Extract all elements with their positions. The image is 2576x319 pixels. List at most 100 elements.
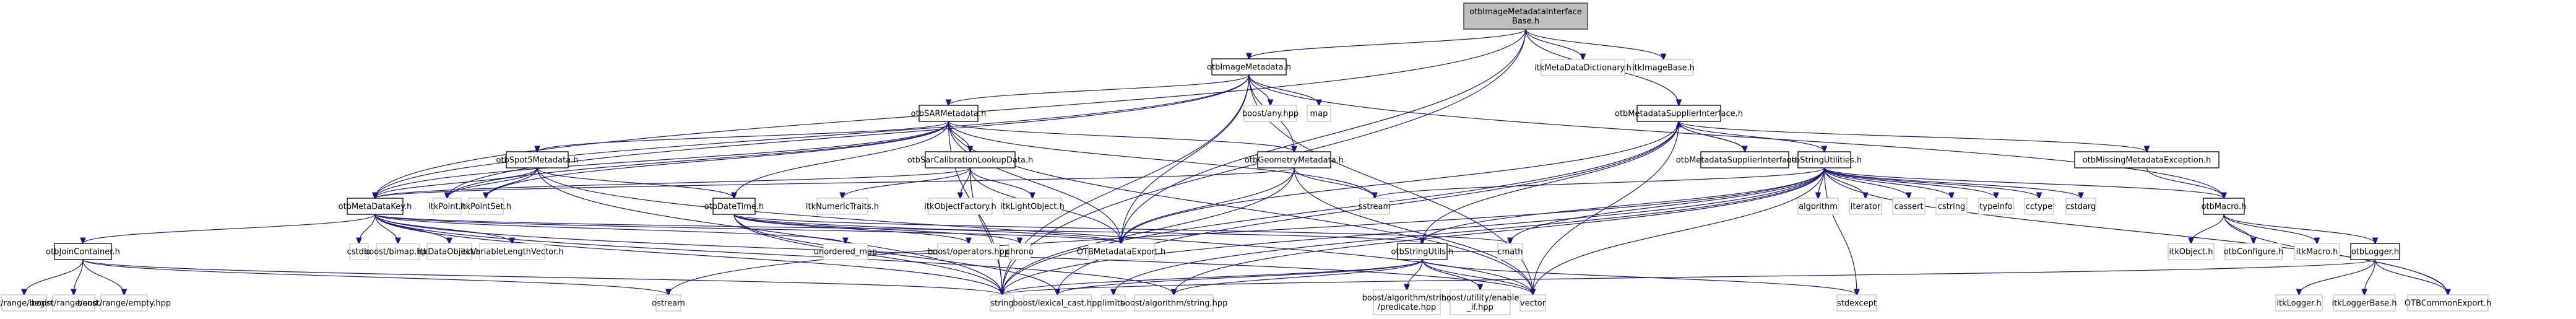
- node-label: itkNumericTraits.h: [806, 203, 879, 212]
- node-itk-object: itkObject.h: [2168, 243, 2215, 260]
- node-box: [376, 243, 420, 260]
- edge-otb-string-utils-to-stdexcept: [1422, 259, 1857, 295]
- node-boost-range-end: boost/range/end.hpp: [32, 294, 116, 312]
- node-label: itkMacro.h: [2296, 248, 2338, 257]
- node-otb-macro[interactable]: otbMacro.h: [2202, 198, 2247, 215]
- node-otb-join-container[interactable]: otbJoinContainer.h: [46, 243, 120, 260]
- node-box: [925, 151, 1016, 168]
- node-label: boost/bimap.hpp: [364, 248, 432, 257]
- edge-otb-spot5-metadata-to-otb-meta-data-key: [375, 167, 538, 198]
- node-label: otbMetadataSupplierInterface.h: [1615, 110, 1743, 119]
- node-box: [1257, 151, 1331, 168]
- edge-otb-string-utils-to-boost-algorithm-string-predicate: [1407, 259, 1423, 290]
- node-otb-sar-calibration-lookup-data[interactable]: otbSarCalibrationLookupData.h: [907, 151, 1034, 168]
- node-label: cstdarg: [2066, 203, 2096, 212]
- node-boost-utility-enable-if: boost/utility/enable_if.hpp: [1441, 289, 1519, 315]
- node-otb-date-time[interactable]: otbDateTime.h: [704, 198, 764, 215]
- node-box: [2168, 243, 2215, 260]
- edge-otb-spot5-metadata-to-itk-point-set: [486, 167, 538, 198]
- node-otb-metadata-supplier-interface[interactable]: otbMetadataSupplierInterface.h: [1615, 105, 1743, 122]
- node-limits: limits: [1101, 294, 1126, 312]
- node-label: otbStringUtils.h: [1391, 248, 1453, 257]
- edge-otb-date-time-to-cmath: [733, 214, 1510, 243]
- node-cstring: cstring: [1935, 198, 1968, 215]
- edge-otb-meta-data-key-to-otb-join-container: [83, 214, 376, 243]
- node-otb-sarmetadata[interactable]: otbSARMetadata.h: [911, 105, 987, 122]
- node-label: cstring: [1938, 203, 1965, 212]
- node-label: boost/operators.hpp: [928, 248, 1009, 257]
- node-box: [1849, 198, 1882, 215]
- node-label: boost/any.hpp: [1242, 110, 1299, 119]
- edge-otb-geometry-metadata-to-sstream: [1294, 167, 1375, 198]
- node-label: /predicate.hpp: [1378, 303, 1437, 312]
- node-label: otbMetaDataKey.h: [339, 203, 412, 212]
- node-otb-string-utilities[interactable]: otbStringUtilities.h: [1787, 151, 1862, 168]
- node-label: limits: [1102, 299, 1125, 308]
- node-itk-image-base: itkImageBase.h: [1632, 59, 1695, 76]
- node-label: stdexcept: [1837, 299, 1877, 308]
- node-label: boost/range/empty.hpp: [77, 299, 171, 308]
- edge-otb-string-utilities-to-limits: [1113, 167, 1825, 295]
- edge-otb-image-metadata-to-otb-sarmetadata: [949, 74, 1250, 105]
- node-otb-logger[interactable]: otbLogger.h: [2350, 243, 2400, 260]
- node-label: otbSpot5Metadata.h: [496, 156, 578, 165]
- node-cctype: cctype: [2024, 198, 2054, 215]
- node-otb-missing-metadata-exception[interactable]: otbMissingMetadataException.h: [2074, 151, 2219, 168]
- node-box: [655, 294, 681, 312]
- node-otb-image-metadata[interactable]: otbImageMetadata.h: [1207, 58, 1291, 76]
- node-label: Base.h: [1512, 17, 1539, 26]
- edge-otb-meta-data-key-to-boost-bimap: [374, 214, 398, 243]
- edge-otb-geometry-metadata-to-string: [1002, 167, 1295, 295]
- edge-root-to-itk-image-base: [1525, 28, 1664, 59]
- node-box: [1797, 151, 1851, 168]
- node-label: boost/algorithm/string.hpp: [1120, 299, 1228, 308]
- node-chrono: chrono: [1006, 243, 1034, 260]
- edge-otb-spot5-metadata-to-string: [537, 167, 1002, 295]
- edge-otb-string-utilities-to-cassert: [1823, 167, 1909, 198]
- node-label: otbDateTime.h: [704, 203, 764, 212]
- node-otb-metadata-supplier-interface-hxx[interactable]: otbMetadataSupplierInterface.hxx: [1676, 151, 1814, 168]
- edge-otb-date-time-to-boost-lexical-cast: [733, 214, 1058, 295]
- edge-otb-string-utils-to-boost-utility-enable-if: [1422, 259, 1480, 290]
- edge-otb-metadata-supplier-interface-hxx-to-otb-metadata-supplier-interface: [1679, 121, 1745, 152]
- node-label: boost/lexical_cast.hpp: [1013, 299, 1102, 308]
- node-box: [1978, 198, 2014, 215]
- node-itk-data-object: itkDataObject.h: [418, 243, 481, 260]
- node-box: [1797, 198, 1839, 215]
- node-box: [1935, 198, 1968, 215]
- edge-otb-string-utilities-to-cstdarg: [1823, 167, 2081, 198]
- node-box: [1497, 243, 1523, 260]
- nodes-layer: otbImageMetadataInterfaceBase.hitkMetaDa…: [0, 2, 2491, 315]
- node-label: otbGeometryMetadata.h: [1245, 156, 1344, 165]
- node-box: [816, 198, 868, 215]
- edge-otb-string-utils-to-string: [1002, 259, 1423, 295]
- node-box: [433, 198, 462, 215]
- edge-root-to-itk-meta-data-dictionary: [1525, 28, 1583, 59]
- node-stdexcept: stdexcept: [1836, 294, 1877, 312]
- node-box: [1892, 198, 1926, 215]
- edge-otb-string-utilities-to-otb-macro: [1823, 167, 2224, 198]
- edge-otb-join-container-to-boost-range-begin: [24, 259, 84, 295]
- node-label: vector: [1520, 299, 1546, 308]
- node-label: _if.hpp: [1466, 303, 1493, 312]
- node-box: [349, 243, 369, 260]
- node-label: OTBMetadataExport.h: [1077, 248, 1166, 257]
- edge-otb-image-metadata-to-itk-point: [447, 74, 1250, 198]
- edge-otb-spot5-metadata-to-otb-date-time: [537, 167, 734, 198]
- node-otb-geometry-metadata[interactable]: otbGeometryMetadata.h: [1245, 151, 1344, 168]
- node-boost-lexical-cast: boost/lexical_cast.hpp: [1013, 294, 1102, 312]
- edge-otb-string-utils-to-boost-algorithm-string: [1174, 259, 1423, 295]
- node-label: otbStringUtilities.h: [1787, 156, 1862, 165]
- node-box: [52, 294, 95, 312]
- edge-otb-macro-to-otb-logger: [2223, 214, 2375, 243]
- node-otb-string-utils[interactable]: otbStringUtils.h: [1391, 243, 1454, 260]
- node-label: otbImageMetadata.h: [1207, 63, 1291, 72]
- node-otb-spot5-metadata[interactable]: otbSpot5Metadata.h: [496, 151, 579, 168]
- node-box: [1211, 58, 1287, 76]
- node-label: typeinfo: [1979, 203, 2012, 212]
- edge-otb-join-container-to-boost-range-end: [74, 259, 84, 295]
- node-ostream: ostream: [652, 294, 685, 312]
- node-boost-any: boost/any.hpp: [1242, 105, 1299, 122]
- node-otb-meta-data-key[interactable]: otbMetaDataKey.h: [339, 198, 412, 215]
